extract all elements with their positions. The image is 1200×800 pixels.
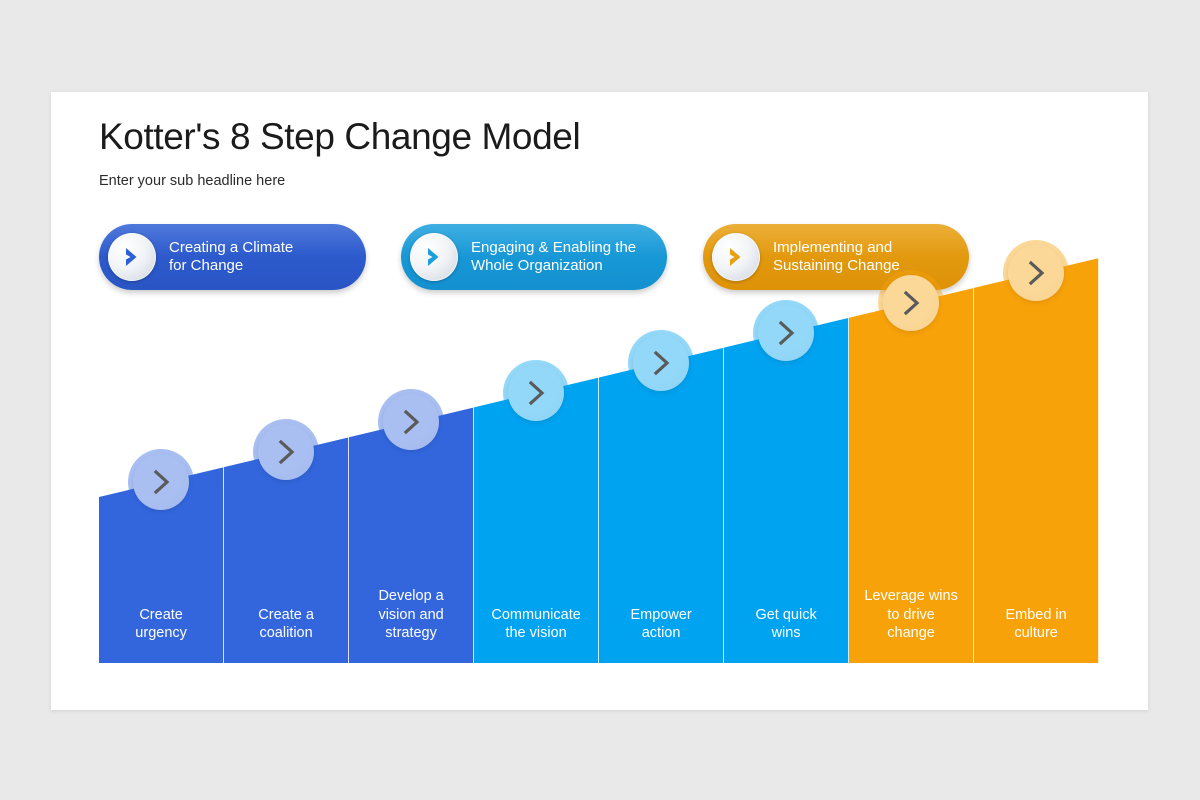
chevron-right-icon [398, 407, 424, 437]
chevron-right-icon [523, 378, 549, 408]
step-marker-2[interactable] [253, 419, 320, 486]
step-bar-2[interactable] [224, 437, 349, 663]
phase-pill-label: Implementing and Sustaining Change [773, 238, 900, 274]
step-marker-ring [253, 419, 320, 486]
step-bar-6[interactable] [724, 317, 849, 663]
step-marker-ring [628, 329, 695, 396]
chevron-right-icon [648, 348, 674, 378]
page-title: Kotter's 8 Step Change Model [99, 116, 581, 157]
chevron-right-icon [773, 318, 799, 348]
step-marker-7[interactable] [878, 269, 945, 336]
slide-card: Kotter's 8 Step Change Model Enter your … [51, 92, 1148, 710]
chevron-right-icon [712, 233, 760, 281]
page-subtitle: Enter your sub headline here [99, 173, 286, 189]
step-marker-ring [1003, 240, 1070, 307]
chevron-right-icon [1023, 258, 1049, 288]
chevron-right-icon [898, 288, 924, 318]
chevron-right-icon [148, 467, 174, 497]
phase-pill-label: Creating a Climate for Change [169, 238, 294, 274]
phase-pill-label: Engaging & Enabling the Whole Organizati… [471, 238, 637, 274]
step-marker-ring [503, 359, 570, 426]
step-marker-8[interactable] [1003, 240, 1070, 307]
step-marker-ring [128, 449, 195, 516]
step-marker-ring [378, 389, 445, 456]
step-marker-ring [753, 299, 820, 366]
chevron-right-icon [108, 233, 156, 281]
step-bar-4[interactable] [474, 377, 599, 663]
step-marker-1[interactable] [128, 449, 195, 516]
step-marker-ring [878, 269, 945, 336]
chevron-right-icon [273, 437, 299, 467]
step-bar-5[interactable] [599, 347, 724, 663]
step-marker-6[interactable] [753, 299, 820, 366]
step-marker-3[interactable] [378, 389, 445, 456]
step-marker-4[interactable] [503, 359, 570, 426]
step-bar-7[interactable] [849, 288, 974, 663]
step-bar-3[interactable] [349, 407, 474, 663]
chevron-right-icon [410, 233, 458, 281]
step-marker-5[interactable] [628, 329, 695, 396]
step-bar-1[interactable] [99, 467, 224, 663]
staircase-bars [99, 258, 1099, 663]
step-bar-8[interactable] [974, 258, 1099, 663]
